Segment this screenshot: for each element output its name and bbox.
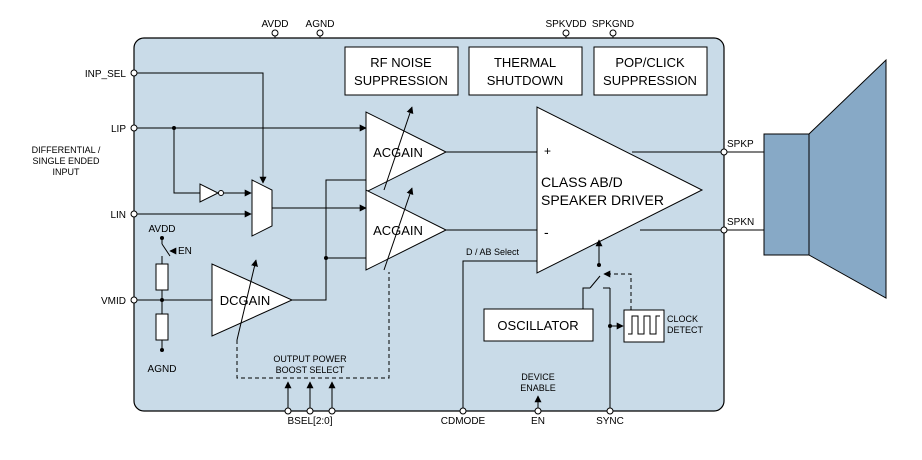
pin-spkn-label: SPKN bbox=[727, 217, 754, 228]
clock-detect-line1: CLOCK bbox=[667, 314, 698, 324]
clock-detect-block: CLOCK DETECT bbox=[623, 309, 704, 343]
driver-plus: + bbox=[544, 144, 551, 158]
pin-agnd-label: AGND bbox=[306, 19, 335, 30]
pin-lip bbox=[130, 124, 138, 132]
input-label-line1: DIFFERENTIAL / bbox=[32, 145, 101, 155]
pin-en-label: EN bbox=[531, 416, 545, 427]
driver-minus: - bbox=[544, 224, 549, 240]
pin-vmid-label: VMID bbox=[101, 296, 126, 307]
driver-line2: SPEAKER DRIVER bbox=[541, 192, 664, 208]
pin-agnd: AGND bbox=[306, 19, 335, 38]
pin-en bbox=[534, 407, 542, 415]
pin-bsel-label: BSEL[2:0] bbox=[287, 416, 332, 427]
pin-cdmode-label: CDMODE bbox=[441, 416, 486, 427]
en-switch-label: EN bbox=[178, 246, 192, 257]
acgain-top-block: ACGAIN bbox=[365, 106, 448, 193]
pop-click-suppression-block: POP/CLICK SUPPRESSION bbox=[593, 46, 708, 96]
pop-click-line1: POP/CLICK bbox=[615, 55, 685, 70]
rf-noise-line1: RF NOISE bbox=[370, 55, 432, 70]
speaker-driver-block: + - CLASS AB/D SPEAKER DRIVER bbox=[536, 106, 704, 274]
vmid-avdd-label: AVDD bbox=[148, 224, 175, 235]
pin-cdmode bbox=[459, 407, 467, 415]
dcgain-label: DCGAIN bbox=[220, 293, 271, 308]
boost-select: OUTPUT POWER BOOST SELECT BSEL[2:0] bbox=[236, 272, 390, 427]
pin-spkvdd: SPKVDD bbox=[545, 19, 587, 38]
speaker-icon bbox=[763, 58, 887, 299]
pin-lip-label: LIP bbox=[111, 124, 126, 135]
pin-sync bbox=[606, 407, 614, 415]
acgain-top-label: ACGAIN bbox=[373, 145, 423, 160]
pin-inp-sel bbox=[130, 69, 138, 77]
device-enable-line2: ENABLE bbox=[520, 383, 556, 393]
clock-detect-line2: DETECT bbox=[667, 325, 704, 335]
pin-spkgnd: SPKGND bbox=[592, 19, 634, 38]
input-mux bbox=[251, 179, 273, 237]
pin-lin-label: LIN bbox=[110, 210, 126, 221]
dcgain-block: DCGAIN bbox=[211, 259, 294, 341]
oscillator-label: OSCILLATOR bbox=[497, 318, 578, 333]
input-label-line2: SINGLE ENDED bbox=[32, 156, 100, 166]
pin-inp-sel-label: INP_SEL bbox=[85, 69, 127, 80]
rf-noise-suppression-block: RF NOISE SUPPRESSION bbox=[344, 46, 459, 96]
thermal-line2: SHUTDOWN bbox=[487, 73, 564, 88]
vmid-network: AVDD EN AGND bbox=[137, 224, 212, 375]
driver-line1: CLASS AB/D bbox=[541, 174, 623, 190]
input-label-line3: INPUT bbox=[53, 167, 81, 177]
pin-vmid bbox=[130, 296, 138, 304]
oscillator-block: OSCILLATOR bbox=[483, 308, 594, 342]
thermal-shutdown-block: THERMAL SHUTDOWN bbox=[468, 46, 583, 96]
input-wiring bbox=[137, 72, 367, 301]
pop-click-line2: SUPPRESSION bbox=[603, 73, 697, 88]
pin-lin bbox=[130, 210, 138, 218]
pin-sync-label: SYNC bbox=[596, 416, 624, 427]
acgain-bottom-block: ACGAIN bbox=[365, 187, 448, 271]
pin-spkp-label: SPKP bbox=[727, 139, 754, 150]
pin-avdd: AVDD bbox=[261, 19, 289, 38]
pin-spkgnd-label: SPKGND bbox=[592, 19, 634, 30]
pin-avdd-label: AVDD bbox=[261, 19, 288, 30]
rf-noise-line2: SUPPRESSION bbox=[354, 73, 448, 88]
pin-spkvdd-label: SPKVDD bbox=[545, 19, 586, 30]
output-power-line1: OUTPUT POWER bbox=[273, 354, 347, 364]
thermal-line1: THERMAL bbox=[494, 55, 556, 70]
d-ab-select-label: D / AB Select bbox=[466, 247, 520, 257]
vmid-agnd-label: AGND bbox=[148, 364, 177, 375]
output-power-line2: BOOST SELECT bbox=[276, 365, 345, 375]
device-enable-line1: DEVICE bbox=[521, 372, 555, 382]
